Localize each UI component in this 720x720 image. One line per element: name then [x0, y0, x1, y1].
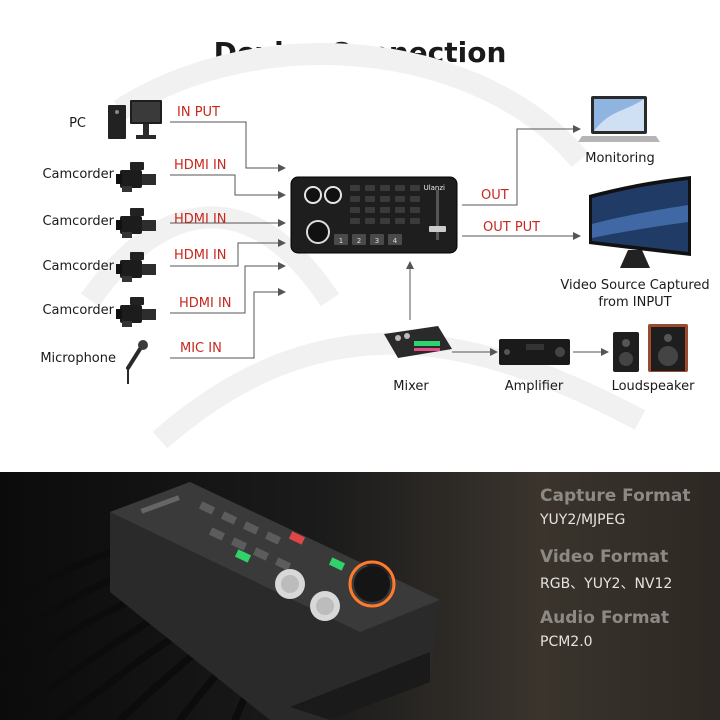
monitoring-connector	[462, 125, 581, 206]
camcorder-3-connector	[170, 239, 286, 267]
audio-label-amplifier: Amplifier	[504, 379, 564, 394]
amplifier-icon	[499, 339, 570, 365]
camcorder-icon-4	[116, 297, 156, 327]
device-photo-body	[110, 482, 440, 720]
spec-capture-format: Capture Format YUY2/MJPEG	[540, 486, 690, 528]
device-button-grid	[350, 185, 420, 224]
pc-icon	[108, 100, 162, 139]
device-button-3-label: 3	[375, 237, 379, 245]
source-label-camcorder-2: Camcorder	[42, 214, 114, 229]
audio-label-loudspeaker: Loudspeaker	[611, 379, 695, 394]
source-label-camcorder-4: Camcorder	[42, 303, 114, 318]
camcorder-icon-3	[116, 252, 156, 282]
product-photo-panel: Capture Format YUY2/MJPEG Video Format R…	[0, 472, 720, 720]
port-label-pc: IN PUT	[177, 105, 220, 120]
port-label-camcorder-3: HDMI IN	[174, 248, 227, 263]
spec-value-audio-format: PCM2.0	[540, 634, 593, 650]
output-label-capture-line1: Video Source Captured	[560, 278, 710, 293]
source-label-camcorder-3: Camcorder	[42, 259, 114, 274]
microphone-icon	[126, 340, 148, 384]
mixer-icon	[384, 326, 452, 358]
source-label-pc: PC	[69, 116, 86, 131]
device-fader-track	[436, 190, 439, 240]
port-label-camcorder-2: HDMI IN	[174, 212, 227, 227]
output-connectors	[406, 125, 609, 356]
port-label-microphone: MIC IN	[180, 341, 222, 356]
device-knob-3	[306, 220, 330, 244]
spec-heading-video-format: Video Format	[540, 547, 669, 567]
device-knob-1	[304, 186, 322, 204]
connection-diagram-panel: Device Connection	[40, 36, 710, 449]
device-number-buttons	[334, 234, 402, 245]
source-label-microphone: Microphone	[40, 351, 116, 366]
spec-value-capture-format: YUY2/MJPEG	[540, 512, 626, 528]
device-button-4-label: 4	[393, 237, 398, 245]
output-label-monitoring: Monitoring	[585, 151, 655, 166]
spec-video-format: Video Format RGB、YUY2、NV12	[540, 547, 672, 593]
device-brand-label: Ulanzi	[424, 184, 445, 192]
device-button-2-label: 2	[357, 237, 361, 245]
spec-value-video-format: RGB、YUY2、NV12	[540, 576, 673, 592]
spec-heading-audio-format: Audio Format	[540, 608, 670, 628]
monitor-icon	[589, 176, 691, 268]
source-connectors	[170, 121, 286, 359]
port-label-camcorder-4: HDMI IN	[179, 296, 232, 311]
device-knob-2	[324, 186, 342, 204]
port-label-camcorder-1: HDMI IN	[174, 158, 227, 173]
port-label-out: OUT	[481, 188, 509, 203]
port-label-output: OUT PUT	[483, 220, 541, 235]
audio-label-mixer: Mixer	[393, 379, 429, 394]
pc-connector	[170, 121, 286, 172]
device-fader	[429, 226, 446, 232]
camcorder-icon-1	[116, 162, 156, 192]
device-photo	[0, 482, 440, 720]
device-button-1-label: 1	[339, 237, 343, 245]
connection-diagram: 1 2 3 4 Ulanzi	[80, 43, 691, 449]
camcorder-4-connector	[170, 262, 286, 314]
source-label-camcorder-1: Camcorder	[42, 167, 114, 182]
spec-heading-capture-format: Capture Format	[540, 486, 691, 506]
output-label-capture-line2: from INPUT	[598, 295, 672, 310]
capture-device: 1 2 3 4 Ulanzi	[290, 176, 458, 254]
microphone-connector	[170, 288, 286, 359]
laptop-icon	[578, 96, 660, 142]
spec-audio-format: Audio Format PCM2.0	[540, 608, 669, 650]
camcorder-1-connector	[170, 174, 286, 199]
camcorder-icon-2	[116, 208, 156, 238]
loudspeaker-icon	[613, 324, 688, 372]
